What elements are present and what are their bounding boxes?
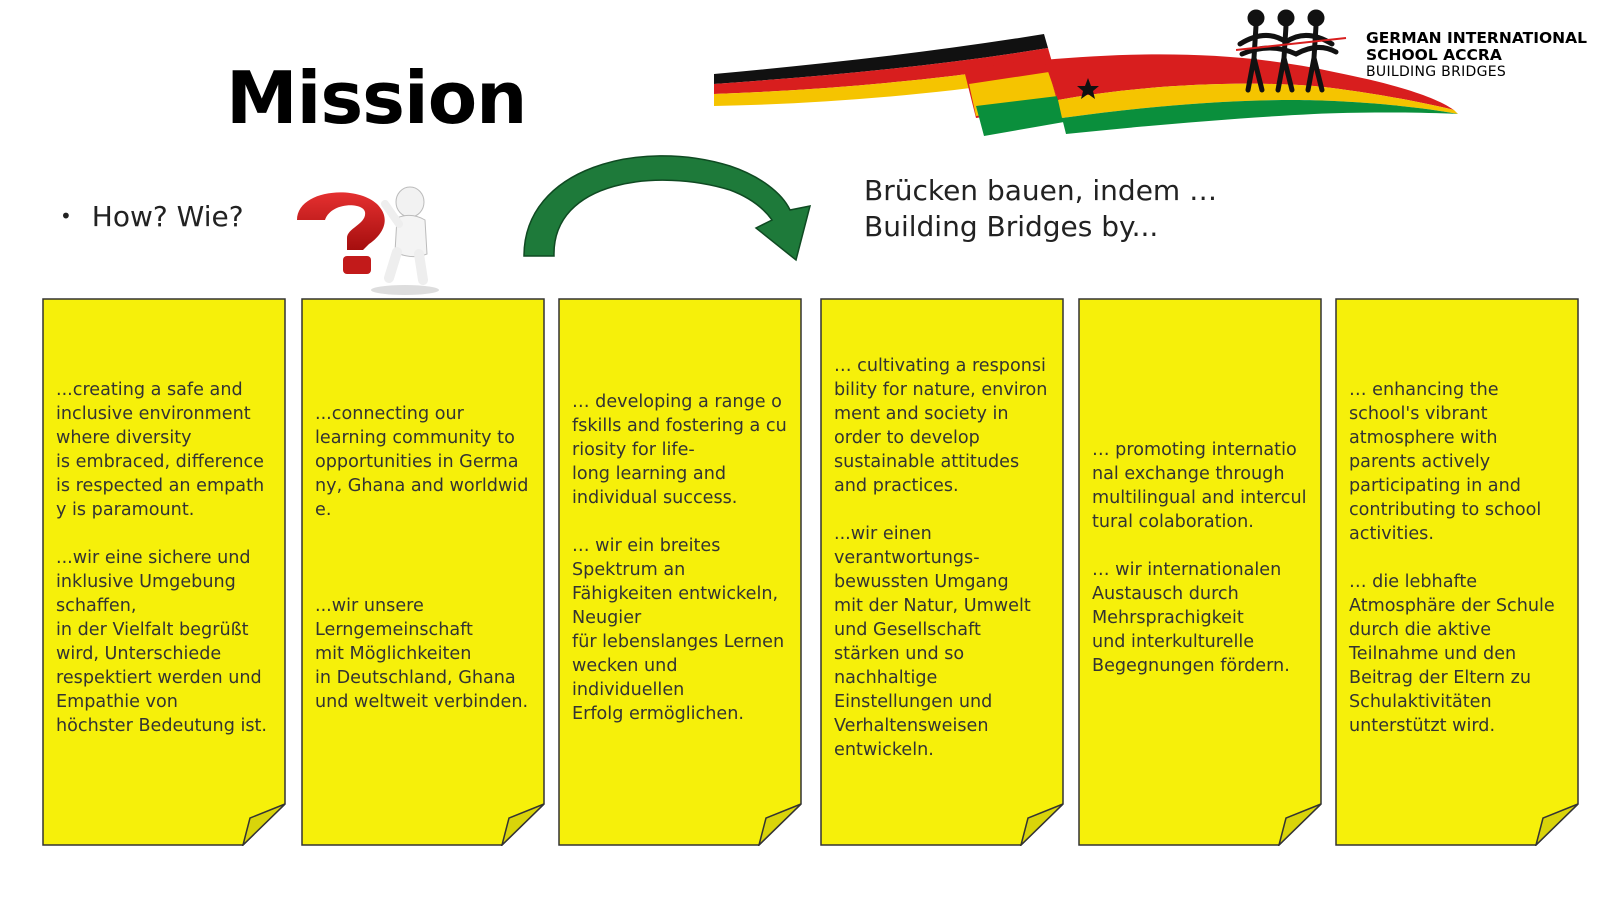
note-english: ...connecting our learning community to …	[315, 404, 529, 520]
subtitle-german: Brücken bauen, indem …	[864, 174, 1218, 207]
note-german: … wir ein breites Spektrum an Fähigkeite…	[572, 536, 785, 724]
note-english: … cultivating a responsi bility for natu…	[834, 356, 1048, 496]
note-english: … enhancing the school's vibrant atmosph…	[1349, 380, 1542, 544]
note-german: ...wir einen verantwortungs- bewussten U…	[834, 524, 1031, 760]
subtitle-english: Building Bridges by...	[864, 210, 1159, 243]
school-logo-text: GERMAN INTERNATIONAL SCHOOL ACCRA BUILDI…	[1366, 30, 1587, 81]
bullet-text: How? Wie?	[91, 200, 244, 233]
slide-title: Mission	[226, 56, 527, 140]
note-german: ...wir unsere Lerngemeinschaft mit Mögli…	[315, 596, 529, 712]
note-german: ...wir eine sichere und inklusive Umgebu…	[56, 548, 267, 736]
sticky-note-6: … enhancing the school's vibrant atmosph…	[1335, 298, 1579, 846]
sticky-note-4: … cultivating a responsi bility for natu…	[820, 298, 1064, 846]
note-text: ...connecting our learning community to …	[315, 298, 541, 818]
sticky-note-2: ...connecting our learning community to …	[301, 298, 545, 846]
bullet-dot-icon: •	[60, 204, 72, 228]
sticky-note-1: ...creating a safe and inclusive environ…	[42, 298, 286, 846]
question-figure-image	[285, 180, 465, 300]
note-text: … enhancing the school's vibrant atmosph…	[1349, 298, 1575, 818]
sticky-note-5: … promoting internatio nal exchange thro…	[1078, 298, 1322, 846]
logo-line-3: BUILDING BRIDGES	[1366, 64, 1507, 80]
note-text: … developing a range o fskills and foste…	[572, 298, 798, 818]
logo-line-2: SCHOOL ACCRA	[1366, 46, 1502, 64]
note-english: … promoting internatio nal exchange thro…	[1092, 440, 1307, 532]
note-text: ...creating a safe and inclusive environ…	[56, 298, 282, 818]
note-german: … wir internationalen Austausch durch Me…	[1092, 560, 1290, 676]
logo-line-1: GERMAN INTERNATIONAL	[1366, 29, 1587, 47]
sticky-note-3: … developing a range o fskills and foste…	[558, 298, 802, 846]
flag-ribbon-logo	[714, 0, 1494, 144]
note-german: … die lebhafte Atmosphäre der Schule dur…	[1349, 572, 1555, 736]
curved-arrow-icon	[520, 148, 830, 267]
note-text: … promoting internatio nal exchange thro…	[1092, 298, 1318, 818]
subtitle: Brücken bauen, indem … Building Bridges …	[864, 173, 1217, 245]
note-text: … cultivating a responsi bility for natu…	[834, 298, 1060, 818]
note-english: ...creating a safe and inclusive environ…	[56, 380, 265, 520]
school-logo-icon	[1235, 8, 1366, 102]
note-english: … developing a range o fskills and foste…	[572, 392, 787, 508]
bullet-how-why: • How? Wie?	[60, 200, 244, 233]
